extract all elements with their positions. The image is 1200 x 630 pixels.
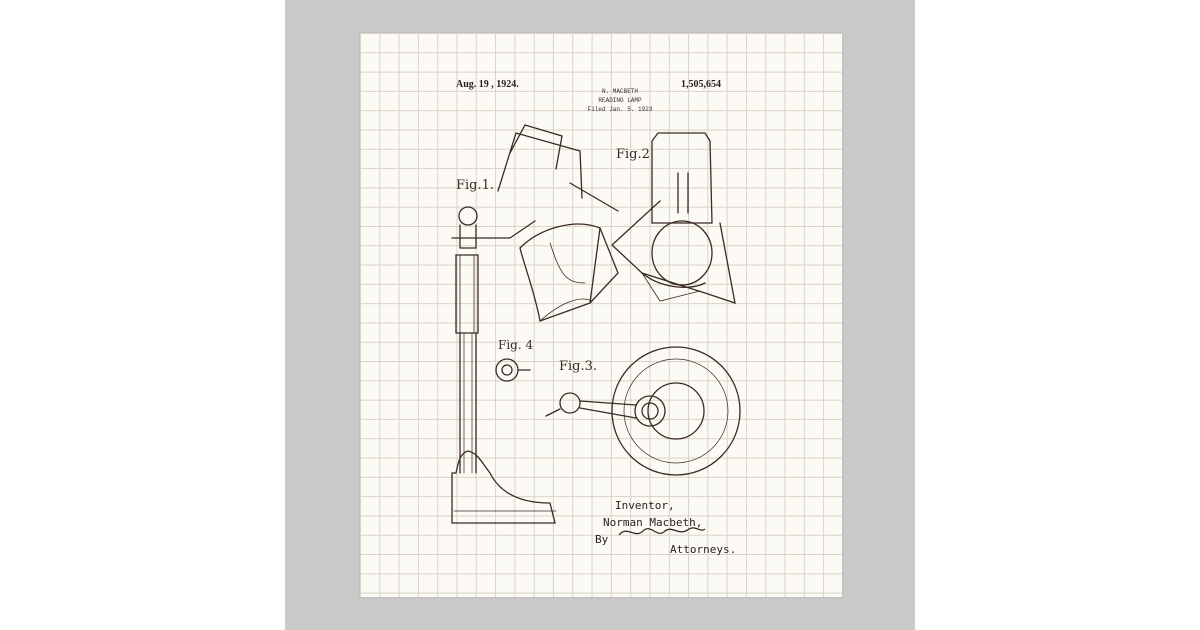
patent-poster: Aug. 19 , 1924. 1,505,654 N. MACBETH REA… <box>360 33 842 597</box>
attorneys-label: Attorneys. <box>670 543 736 556</box>
by-label: By <box>595 533 608 546</box>
fig2-label: Fig.2 <box>616 147 650 162</box>
fig4-label: Fig. 4 <box>498 338 533 352</box>
attorney-signature <box>617 521 707 543</box>
fig4-drawing <box>496 359 530 381</box>
lamp-drawing <box>360 33 842 597</box>
poster-frame: Aug. 19 , 1924. 1,505,654 N. MACBETH REA… <box>285 0 915 630</box>
inventor-label: Inventor, <box>615 499 675 512</box>
fig3-label: Fig.3. <box>559 359 597 374</box>
fig1-label: Fig.1. <box>456 178 494 193</box>
